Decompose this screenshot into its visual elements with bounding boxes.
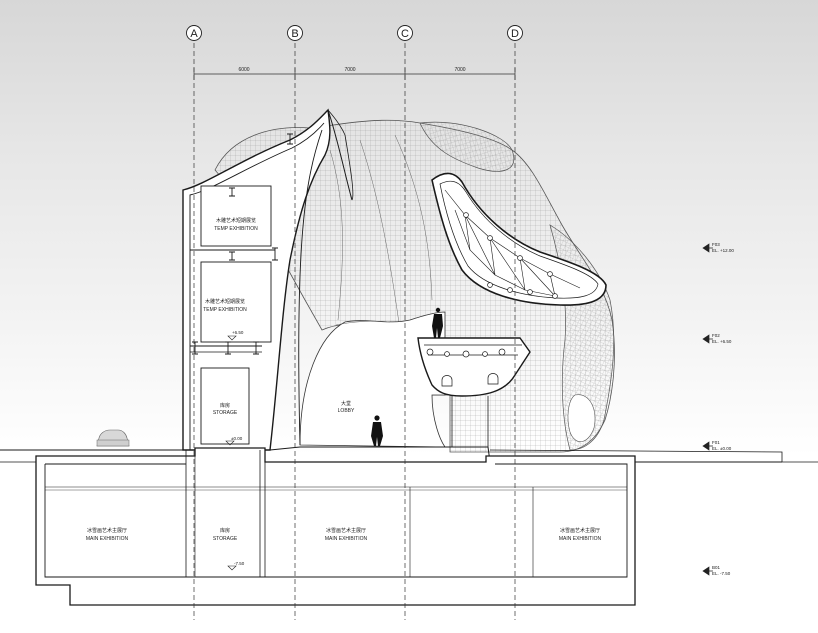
room-label-cn: 木雕艺术短期展览	[216, 217, 256, 224]
level-mark-text: ±0.00	[231, 436, 243, 441]
level-mark-inline: ±0.00	[225, 436, 243, 446]
level-marker-b01: B01 EL. -7.50	[702, 565, 731, 576]
room-label-en: MAIN EXHIBITION	[325, 536, 368, 542]
dimension-label: 7000	[454, 67, 465, 73]
level-elevation: EL. +6.50	[712, 339, 732, 344]
grid-axis-lines	[193, 43, 516, 620]
grid-bubble-d: D	[507, 25, 523, 41]
room-label-cn: 大堂	[341, 400, 351, 407]
dimension-label: 6000	[238, 67, 249, 73]
lobby-opening	[299, 311, 446, 448]
level-marker-f03: F03 EL. +12.00	[702, 242, 734, 253]
person-figure-icon	[371, 307, 443, 446]
level-name: F02	[712, 333, 720, 338]
level-mark-inline: -7.50	[227, 561, 245, 571]
room-label-cn: 库房	[220, 402, 230, 409]
grid-letter: A	[190, 28, 198, 40]
grid-bubble-b: B	[287, 25, 303, 41]
room-label-en: TEMP EXHIBITION	[214, 226, 258, 232]
cantilever-truss	[431, 172, 607, 306]
grid-letter: B	[291, 28, 298, 40]
dimension-label: 7000	[344, 67, 355, 73]
room-label-cn: 库房	[220, 527, 230, 534]
level-elevation: EL. ±0.00	[712, 446, 732, 451]
grid-bubble-c: C	[397, 25, 413, 41]
level-elevation: EL. +12.00	[712, 248, 734, 253]
ground-and-basement	[0, 446, 818, 606]
level-name: F03	[712, 242, 720, 247]
level-mark-inline: +6.50	[227, 330, 244, 341]
grid-bubble-a: A	[186, 25, 202, 41]
room-label-en: TEMP EXHIBITION	[203, 307, 247, 313]
room-label-cn: 木雕艺术短期展览	[205, 298, 245, 305]
room-label-en: STORAGE	[213, 410, 238, 416]
room-label-en: MAIN EXHIBITION	[86, 536, 129, 542]
room-label-cn: 冰雪画艺术主展厅	[87, 527, 127, 534]
level-mark-text: -7.50	[234, 561, 245, 566]
level-marker-f01: F01 EL. ±0.00	[702, 440, 732, 451]
level-name: B01	[712, 565, 721, 570]
room-label-en: MAIN EXHIBITION	[559, 536, 602, 542]
level-mark-text: +6.50	[232, 330, 244, 335]
dimension-line	[193, 68, 516, 80]
level-marker-f02: F02 EL. +6.50	[702, 333, 732, 344]
car-icon	[96, 429, 130, 447]
room-label-cn: 冰雪画艺术主展厅	[560, 527, 600, 534]
grid-letter: C	[401, 28, 409, 40]
room-label-en: STORAGE	[213, 536, 238, 542]
level-name: F01	[712, 440, 720, 445]
viewing-platform	[417, 337, 531, 447]
grid-letter: D	[511, 28, 519, 40]
room-label-cn: 冰雪画艺术主展厅	[326, 527, 366, 534]
room-label-en: LOBBY	[338, 408, 355, 414]
level-elevation: EL. -7.50	[712, 571, 731, 576]
tower-structure	[182, 108, 354, 451]
